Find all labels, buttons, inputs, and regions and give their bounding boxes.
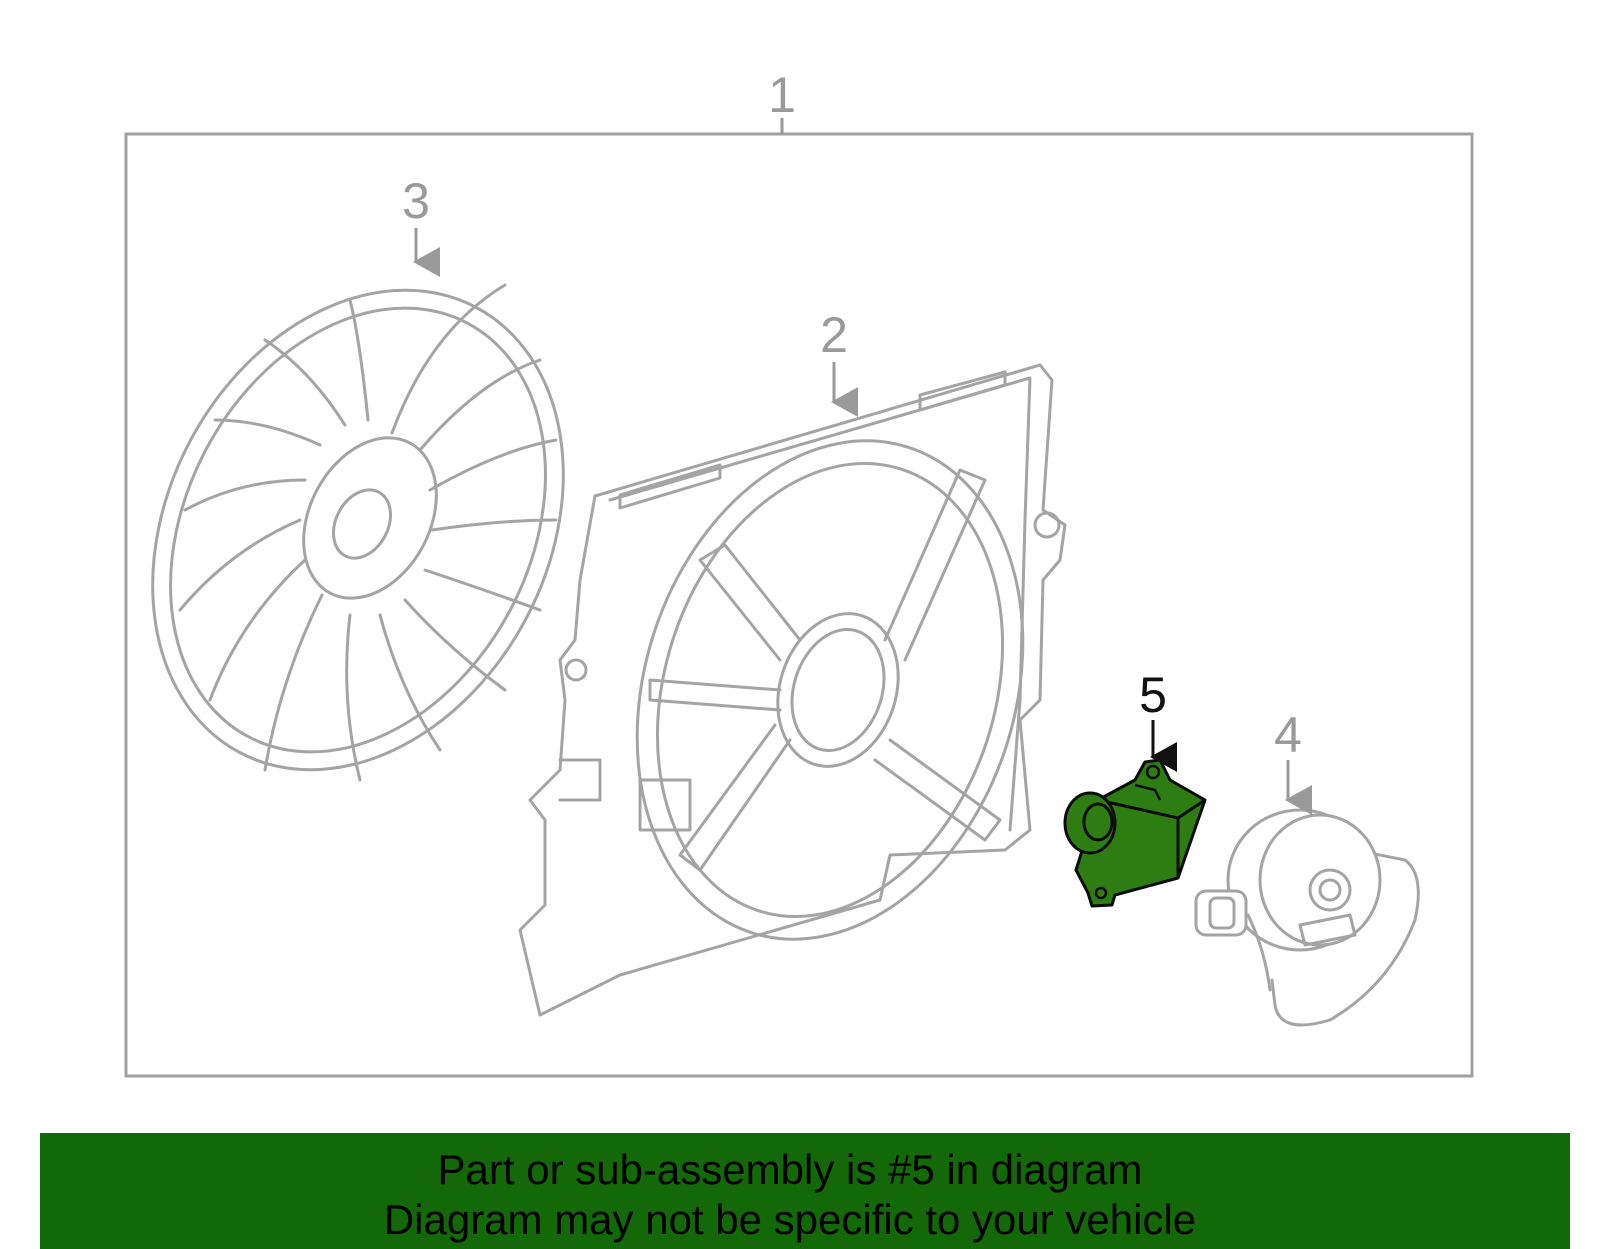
banner-line-2: Diagram may not be specific to your vehi… bbox=[383, 1196, 1197, 1243]
callout-3[interactable]: 3 bbox=[402, 173, 430, 229]
assembly-frame bbox=[124, 132, 1474, 1078]
callout-4[interactable]: 4 bbox=[1274, 707, 1302, 763]
fan-shroud[interactable] bbox=[518, 363, 1085, 1017]
banner-line-1: Part or sub-assembly is #5 in diagram bbox=[437, 1146, 1143, 1193]
fan-motor[interactable] bbox=[1194, 808, 1420, 1027]
callout-2[interactable]: 2 bbox=[820, 307, 848, 363]
highlighted-module[interactable] bbox=[1063, 758, 1207, 908]
callout-1[interactable]: 1 bbox=[768, 67, 796, 123]
callout-5[interactable]: 5 bbox=[1139, 667, 1167, 723]
info-banner: Part or sub-assembly is #5 in diagram Di… bbox=[40, 1133, 1570, 1249]
fan-blade[interactable] bbox=[72, 218, 644, 841]
